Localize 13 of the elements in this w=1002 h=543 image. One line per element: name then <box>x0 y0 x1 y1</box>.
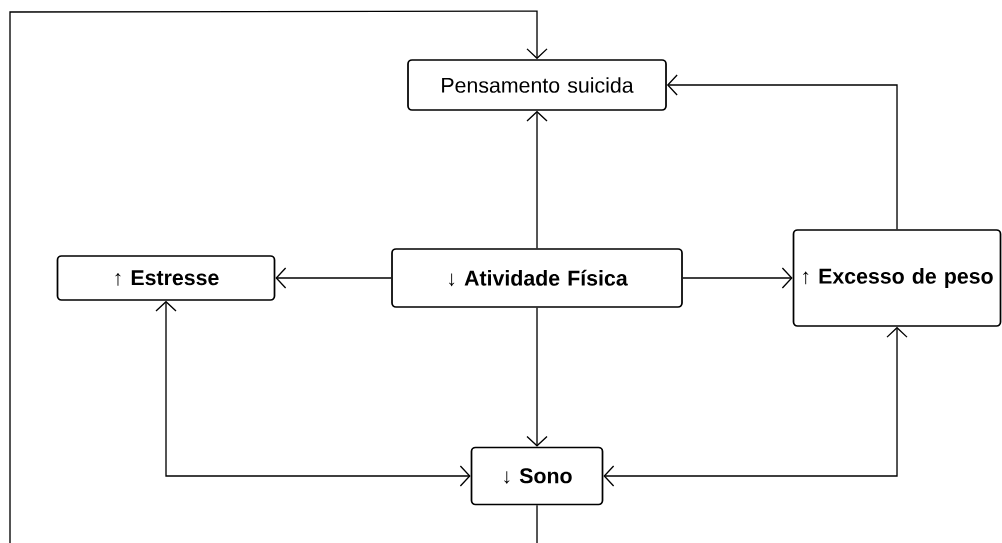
process-box: ↑ Estresse <box>56 255 276 301</box>
arrow <box>275 267 392 289</box>
process-box: ↑ Excesso de peso <box>792 229 1002 327</box>
arrow <box>666 74 898 230</box>
process-box: Pensamento suicida <box>407 59 667 111</box>
arrow <box>526 110 548 249</box>
arrow <box>603 326 908 487</box>
arrow <box>9 10 548 543</box>
arrow <box>155 300 471 487</box>
arrow <box>682 267 793 289</box>
process-box: ↓ Sono <box>470 446 604 506</box>
arrow <box>526 307 548 447</box>
process-box: ↓ Atividade Física <box>391 248 683 308</box>
